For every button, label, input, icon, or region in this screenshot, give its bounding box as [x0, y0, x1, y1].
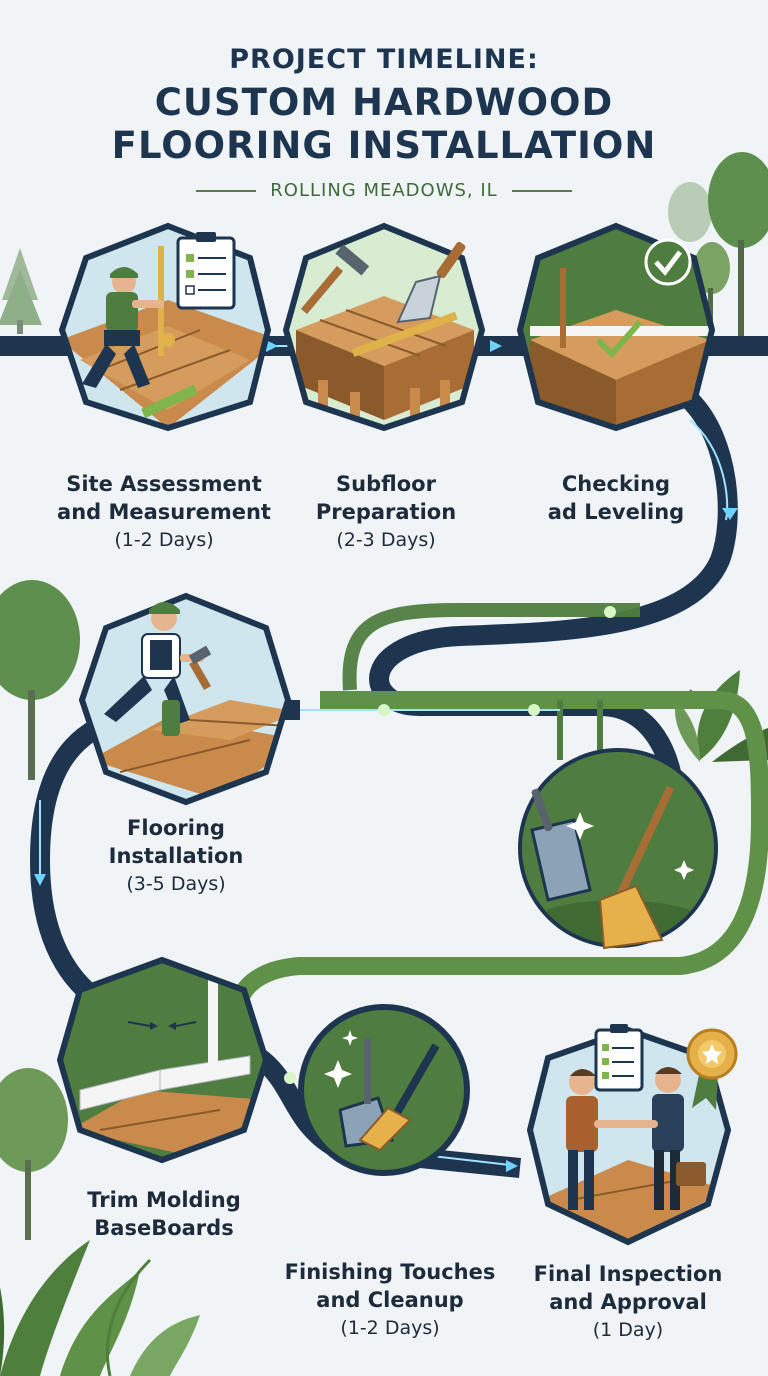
bottom-left-leaves [0, 1240, 200, 1376]
step-1-duration: (1-2 Days) [114, 529, 214, 551]
step-4-name-line2: Installation [108, 844, 244, 868]
handshake-people-icon [566, 1067, 706, 1210]
step-8-hexagon [526, 1024, 738, 1246]
step-7-name-line2: and Cleanup [316, 1288, 464, 1312]
step-2-name-line2: Preparation [315, 500, 457, 524]
step-4-label: Flooring Installation (3-5 Days) [76, 814, 276, 898]
sparkle-icon [324, 1030, 358, 1088]
divider-left [196, 189, 257, 192]
arrow-down-icon [34, 874, 46, 886]
step-8-name-line1: Final Inspection [533, 1262, 723, 1286]
step-6-label: Trim Molding BaseBoards [54, 1186, 274, 1242]
step-3-name-line2: ad Leveling [547, 500, 685, 524]
sparkle-icon [566, 812, 694, 880]
step-3-name-line1: Checking [561, 472, 671, 496]
glow-dot [284, 1072, 296, 1084]
glow-dot [528, 704, 540, 716]
hammer-icon [300, 244, 370, 315]
broom-icon [598, 785, 675, 950]
clipboard-icon [176, 232, 236, 310]
step-2-name-line1: Subfloor [336, 472, 436, 496]
align-arrows-icon [127, 1021, 197, 1030]
step-6-hexagon [56, 956, 270, 1164]
step-1-hexagon [58, 222, 272, 432]
page-title-line1: PROJECT TIMELINE: [229, 44, 539, 75]
step-1-label: Site Assessment and Measurement (1-2 Day… [24, 470, 304, 554]
clipboard-icon [594, 1024, 644, 1092]
glow-dot [378, 704, 390, 716]
step-6-name-line2: BaseBoards [94, 1216, 234, 1240]
trowel-icon [396, 241, 466, 324]
dustpan-icon [530, 788, 592, 902]
glow-dot [604, 606, 616, 618]
step-8-name-line2: and Approval [549, 1290, 707, 1314]
step-7-label: Finishing Touches and Cleanup (1-2 Days) [276, 1258, 504, 1342]
step-2-duration: (2-3 Days) [336, 529, 436, 551]
step-5-circle [518, 748, 718, 950]
page-title-line2: CUSTOM HARDWOOD [154, 81, 614, 124]
arrow-right-icon [266, 340, 278, 352]
step-1-name-line2: and Measurement [57, 500, 271, 524]
step-4-duration: (3-5 Days) [126, 873, 226, 895]
arrow-right-icon [490, 340, 502, 352]
page-title-line3: FLOORING INSTALLATION [111, 124, 657, 167]
arrow-right-icon [506, 1160, 518, 1172]
step-7-circle [298, 1004, 470, 1176]
step-4-name-line1: Flooring [127, 816, 225, 840]
divider-right [511, 189, 572, 192]
worker-measuring-icon [82, 267, 175, 388]
location-row: ROLLING MEADOWS, IL [0, 180, 768, 201]
step-3-hexagon [516, 222, 716, 432]
worker-nailing-icon [104, 602, 212, 736]
award-badge-icon [686, 1028, 738, 1110]
step-8-label: Final Inspection and Approval (1 Day) [518, 1260, 738, 1344]
step-1-name-line1: Site Assessment [66, 472, 262, 496]
check-badge-icon [644, 238, 692, 286]
arrow-down-icon [722, 508, 738, 520]
step-7-duration: (1-2 Days) [340, 1317, 440, 1339]
step-2-hexagon [282, 222, 486, 432]
title-block: PROJECT TIMELINE: CUSTOM HARDWOOD FLOORI… [0, 46, 768, 170]
step-4-hexagon [78, 592, 292, 806]
step-6-name-line1: Trim Molding [87, 1188, 241, 1212]
background-trees-left [0, 248, 80, 1240]
location-subtitle: ROLLING MEADOWS, IL [270, 180, 498, 201]
step-3-label: Checking ad Leveling [516, 470, 716, 526]
step-2-label: Subfloor Preparation (2-3 Days) [276, 470, 496, 554]
broom-dustpan-icon [338, 1038, 440, 1152]
step-8-duration: (1 Day) [592, 1319, 664, 1341]
step-7-name-line1: Finishing Touches [284, 1260, 496, 1284]
